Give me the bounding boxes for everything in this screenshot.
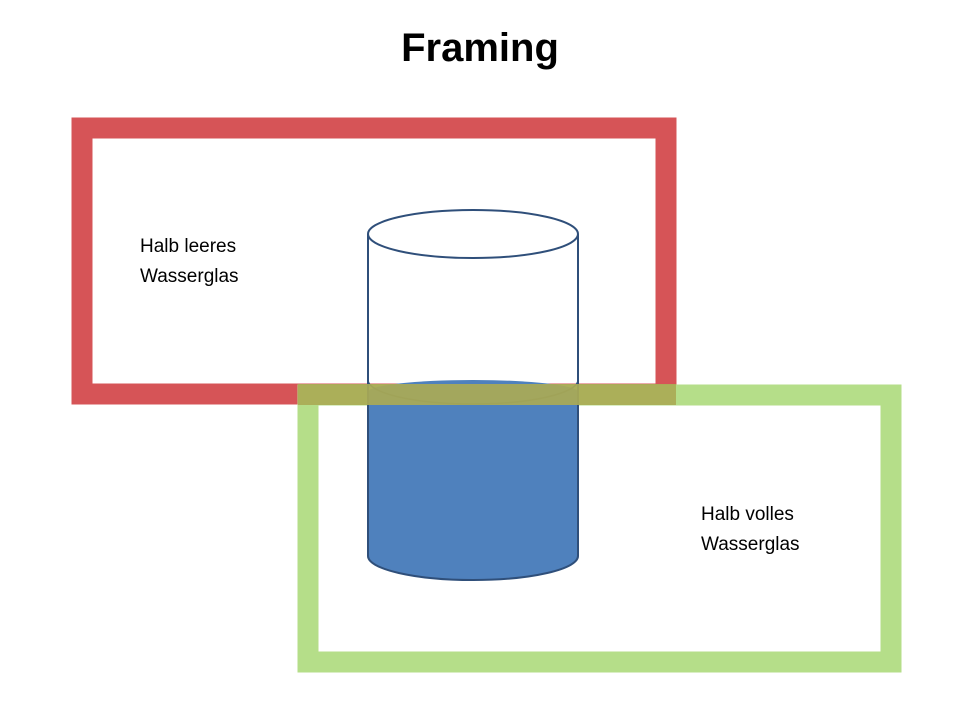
half-empty-label-line2: Wasserglas [140, 266, 239, 287]
half-full-label-line1: Halb volles [701, 504, 794, 525]
half-full-label-line2: Wasserglas [701, 534, 800, 555]
half-empty-label-line1: Halb leeres [140, 236, 237, 257]
half-full-label: Halb volles Wasserglas [701, 500, 800, 560]
slide-title: Framing [401, 26, 559, 70]
glass-bottom-edge [367, 555, 579, 581]
frame-overlap-band [298, 384, 676, 405]
half-empty-label: Halb leeres Wasserglas [140, 232, 239, 292]
glass-rim [367, 209, 579, 259]
water-body [368, 392, 578, 580]
